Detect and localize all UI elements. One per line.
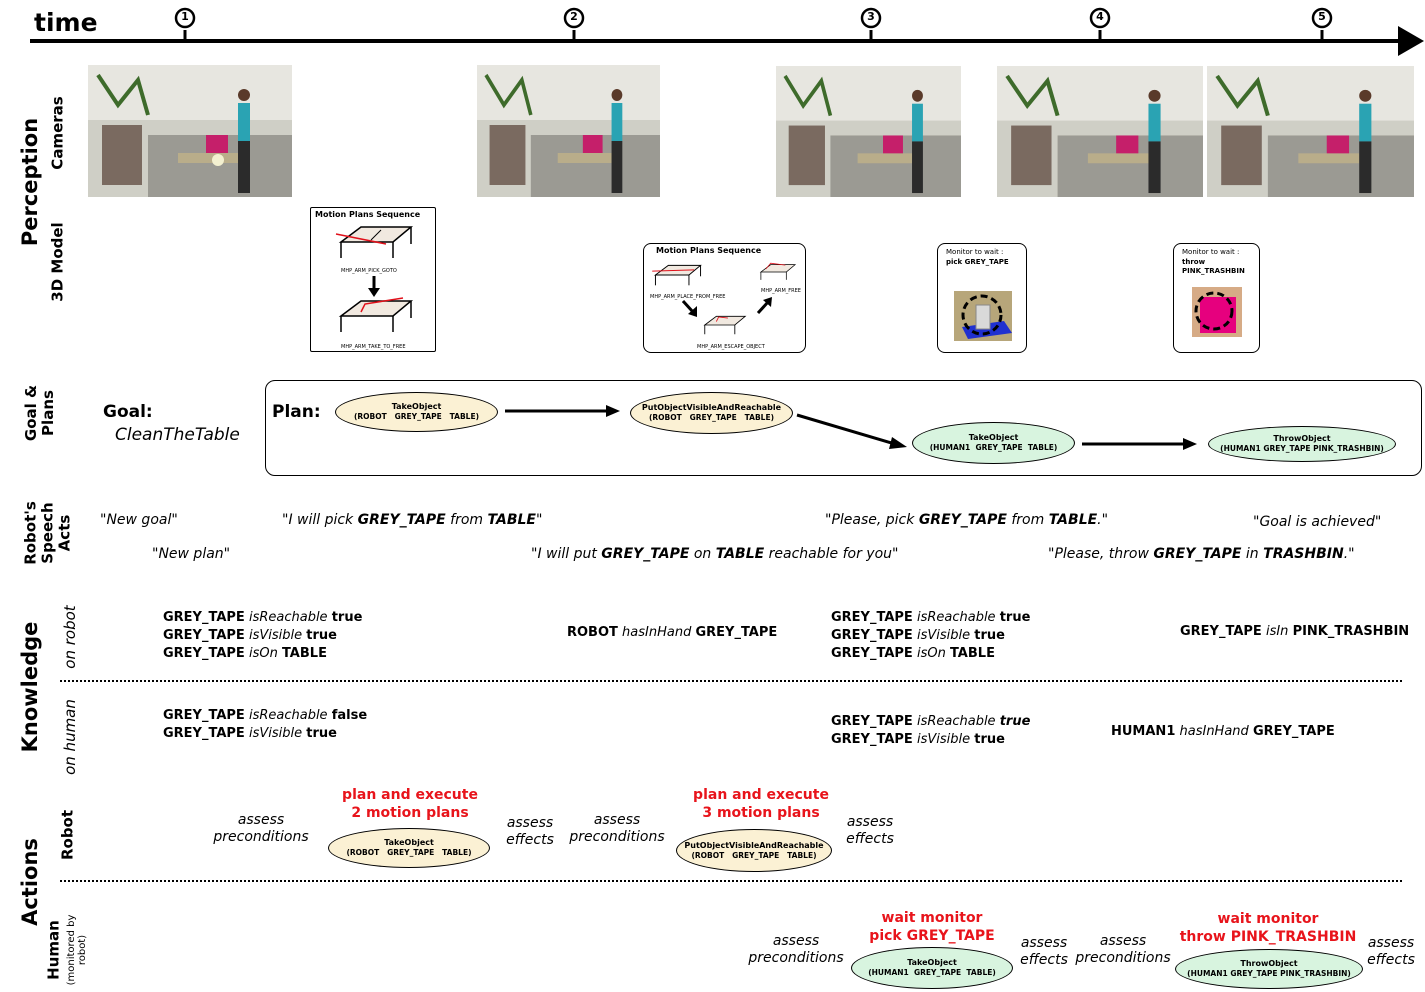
human-action-take-object: TakeObject(HUMAN1 GREY_TAPE TABLE) [851,947,1013,989]
table-free-sketch [759,262,797,280]
speech-new-plan: "New plan" [152,546,231,562]
motion-caption-2a: MHP_ARM_PLACE_FROM_FREE [650,294,726,300]
plan-step-2: PutObjectVisibleAndReachable(ROBOT GREY_… [630,392,793,434]
monitor-2-line2: throw [1182,258,1206,266]
motion-caption-1a: MHP_ARM_PICK_GOTO [341,268,397,274]
robot-action-put-object: PutObjectVisibleAndReachable(ROBOT GREY_… [676,829,832,872]
motion-plans-box-1: Motion Plans Sequence MHP_ARM_PICK_GOTO … [310,207,436,352]
plan-step-1: TakeObject(ROBOT GREY_TAPE TABLE) [335,392,498,432]
fact-row: GREY_TAPE isReachable true [831,610,1031,625]
monitor-1-line2: pick GREY_TAPE [946,258,1009,266]
time-axis [30,7,1424,56]
grey-tape-snapshot [954,291,1012,341]
fact-row: GREY_TAPE isVisible true [831,628,1005,643]
step-marker-2: 2 [570,10,578,23]
knowledge-divider [60,680,1402,682]
fact-row: GREY_TAPE isReachable true [163,610,363,625]
step-marker-4: 4 [1096,10,1104,23]
motion-plans-title-1: Motion Plans Sequence [315,210,421,219]
knowledge-human-group-1: GREY_TAPE isReachable false GREY_TAPE is… [163,707,367,743]
motion-plans-title-2: Motion Plans Sequence [656,246,762,255]
table-place-sketch [652,264,702,286]
camera-photo-3 [776,66,961,197]
knowledge-human-group-3: HUMAN1 hasInHand GREY_TAPE [1111,723,1335,741]
plan-step-3: TakeObject(HUMAN1 GREY_TAPE TABLE) [912,422,1075,464]
goal-name: CleanTheTable [115,425,240,445]
table-pick-sketch [335,226,414,258]
fact-row: GREY_TAPE isOn TABLE [831,646,995,661]
table-take-sketch [338,297,414,332]
knowledge-robot-group-3: GREY_TAPE isReachable true GREY_TAPE isV… [831,609,1030,663]
speech-new-goal: "New goal" [100,512,178,528]
motion-caption-2c: MHP_ARM_ESCAPE_OBJECT [697,344,765,350]
monitor-box-2: Monitor to wait : throw PINK_TRASHBIN [1173,243,1260,353]
motion-caption-2b: MHP_ARM_FREE [761,288,801,294]
goal-label: Goal: [103,402,153,422]
step-marker-5: 5 [1318,10,1326,23]
motion-caption-1b: MHP_ARM_TAKE_TO_FREE [341,344,406,350]
plan-label: Plan: [272,402,321,422]
monitor-2-line3: PINK_TRASHBIN [1182,267,1245,275]
fact-row: GREY_TAPE isOn TABLE [163,646,327,661]
camera-photo-1 [88,65,292,197]
robot-action-take-object: TakeObject(ROBOT GREY_TAPE TABLE) [328,828,490,868]
fact-row: GREY_TAPE isIn PINK_TRASHBIN [1180,624,1410,639]
step-marker-3: 3 [867,10,875,23]
speech-please-throw: "Please, throw GREY_TAPE in TRASHBIN." [1048,546,1355,562]
camera-photo-4 [997,66,1203,197]
knowledge-robot-group-2: ROBOT hasInHand GREY_TAPE [567,624,777,642]
plan-box [265,380,1422,476]
speech-will-pick: "I will pick GREY_TAPE from TABLE" [282,512,543,528]
fact-row: GREY_TAPE isVisible true [163,628,337,643]
knowledge-robot-group-1: GREY_TAPE isReachable true GREY_TAPE isV… [163,609,362,663]
fact-row: GREY_TAPE isReachable true [831,714,1031,729]
fact-row: HUMAN1 hasInHand GREY_TAPE [1111,724,1335,739]
fact-row: GREY_TAPE isReachable false [163,708,368,723]
diagonal-arrow-down-icon [682,300,697,317]
speech-will-put: "I will put GREY_TAPE on TABLE reachable… [531,546,899,562]
time-label: time [34,8,98,37]
motion-plans-box-2: Motion Plans Sequence MHP_ARM_PLACE_FROM… [643,243,806,353]
speech-goal-achieved: "Goal is achieved" [1253,514,1382,530]
monitor-box-1: Monitor to wait : pick GREY_TAPE [937,243,1027,353]
fact-row: GREY_TAPE isVisible true [163,726,337,741]
monitor-1-line1: Monitor to wait : [946,248,1004,256]
plan-step-4: ThrowObject(HUMAN1 GREY_TAPE PINK_TRASHB… [1208,426,1396,462]
down-arrow-icon [368,276,380,297]
step-marker-1: 1 [181,10,189,23]
camera-photo-5 [1207,66,1414,197]
actions-divider [60,880,1402,882]
knowledge-robot-group-4: GREY_TAPE isIn PINK_TRASHBIN [1180,623,1409,641]
fact-row: ROBOT hasInHand GREY_TAPE [567,625,778,640]
pink-trashbin-snapshot [1192,287,1242,337]
diagonal-arrow-up-icon [757,297,772,314]
fact-row: GREY_TAPE isVisible true [831,732,1005,747]
speech-please-pick: "Please, pick GREY_TAPE from TABLE." [825,512,1109,528]
human-action-throw-object: ThrowObject(HUMAN1 GREY_TAPE PINK_TRASHB… [1175,949,1363,989]
table-escape-sketch [703,315,747,335]
knowledge-human-group-2: GREY_TAPE isReachable true GREY_TAPE isV… [831,713,1030,749]
monitor-2-line1: Monitor to wait : [1182,248,1240,256]
camera-photo-2 [477,65,660,197]
